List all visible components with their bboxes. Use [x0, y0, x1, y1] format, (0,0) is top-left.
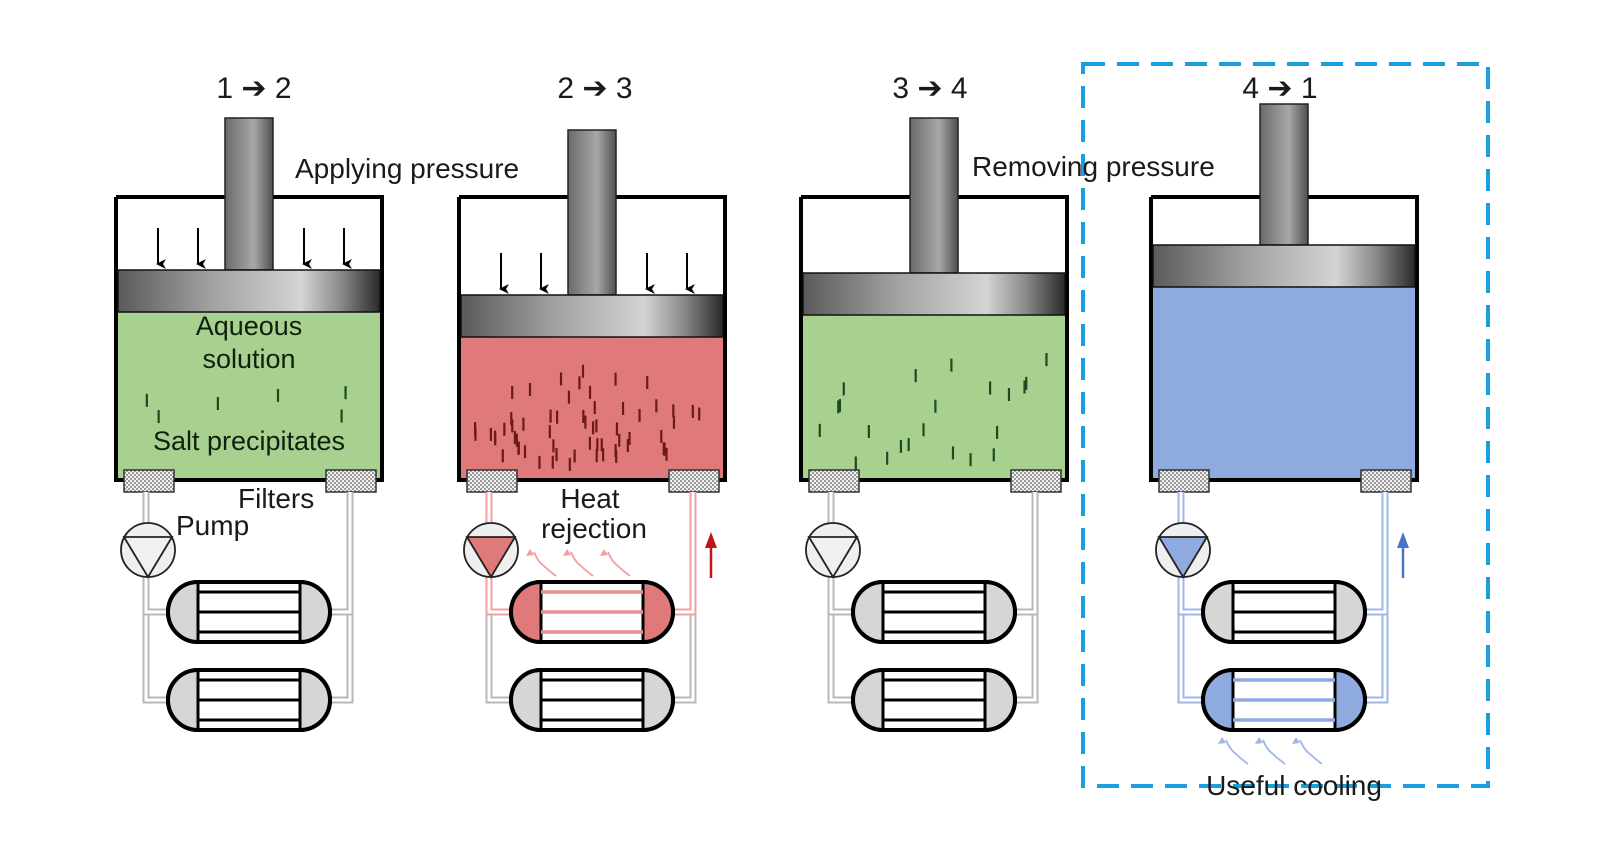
applying-pressure-label: Applying pressure	[295, 153, 519, 184]
heat-exchanger-outline	[851, 580, 1017, 644]
exchanger-cap-right	[643, 584, 671, 640]
stage-label-3: 3 ➔ 4	[892, 72, 967, 105]
wave-arrowhead	[1255, 737, 1263, 744]
stage-3	[799, 117, 1069, 732]
filter-left	[123, 469, 175, 493]
pipe-right-upper-core	[1363, 492, 1387, 614]
wave-arrowhead	[563, 549, 571, 556]
exchanger-cap-right	[1335, 584, 1363, 640]
pipe-right-upper-core	[1013, 492, 1037, 614]
pump-triangle	[465, 536, 517, 579]
exchanger-cap-left	[855, 584, 883, 640]
pipe-right-upper	[328, 492, 354, 616]
exchanger-cap-right	[300, 672, 328, 728]
exchanger-cap-right	[300, 584, 328, 640]
pump-label: Pump	[176, 510, 249, 541]
aqueous-solution-label-line2: solution	[202, 344, 295, 374]
heat-wave-icon	[533, 551, 557, 577]
aqueous-solution-label-line1: Aqueous	[196, 311, 303, 341]
solution-chamber	[1151, 287, 1417, 480]
pipe-right-upper	[1363, 492, 1389, 616]
wave-arrowhead	[600, 549, 608, 556]
filter-right	[668, 469, 720, 493]
filter-right	[325, 469, 377, 493]
filter-right	[1010, 469, 1062, 493]
piston-head	[460, 294, 724, 338]
wave-arrowhead	[526, 549, 534, 556]
stage-label-1: 1 ➔ 2	[216, 72, 291, 105]
exchanger-cap-left	[170, 584, 198, 640]
filter-left	[1158, 469, 1210, 493]
removing-pressure-label: Removing pressure	[972, 151, 1215, 182]
stage-1	[114, 117, 384, 732]
exchanger-cap-right	[985, 584, 1013, 640]
pump-triangle	[122, 536, 174, 579]
pump-triangle	[807, 536, 859, 579]
heat-wave-icon	[607, 551, 631, 577]
cool-wave-icon	[1299, 739, 1323, 765]
heat-exchanger-outline	[166, 580, 332, 644]
heat-exchanger-outline	[166, 668, 332, 732]
heat-exchanger-outline	[1201, 668, 1367, 732]
pipe-right-upper	[671, 492, 697, 616]
flow-arrowhead	[1397, 532, 1409, 548]
piston-head	[1152, 244, 1416, 288]
useful-cooling-label: Useful cooling	[1206, 770, 1382, 801]
heat-exchanger-outline	[851, 668, 1017, 732]
pump-triangle	[1157, 536, 1209, 579]
cylinder-outline	[114, 195, 384, 482]
cylinder-outline	[799, 195, 1069, 482]
stage-label-2: 2 ➔ 3	[557, 72, 632, 105]
cool-wave-icon	[1262, 739, 1286, 765]
exchanger-cap-right	[643, 672, 671, 728]
piston-head	[117, 269, 381, 313]
exchanger-cap-left	[513, 584, 541, 640]
stage-label-4: 4 ➔ 1	[1242, 72, 1317, 105]
wave-arrowhead	[1292, 737, 1300, 744]
exchanger-cap-left	[1205, 672, 1233, 728]
cylinder-outline	[457, 195, 727, 482]
heat-rejection-label-line2: rejection	[541, 513, 647, 544]
exchanger-cap-right	[1335, 672, 1363, 728]
exchanger-cap-left	[855, 672, 883, 728]
exchanger-cap-left	[170, 672, 198, 728]
highlight-box	[1081, 62, 1490, 788]
heat-wave-icon	[570, 551, 594, 577]
pipe-right-upper	[1013, 492, 1039, 616]
flow-arrowhead	[705, 532, 717, 548]
piston-head	[802, 272, 1066, 316]
piston-rod	[1259, 103, 1309, 246]
stages-group	[114, 103, 1419, 765]
exchanger-cap-right	[985, 672, 1013, 728]
wave-arrowhead	[1218, 737, 1226, 744]
heat-rejection-label-line1: Heat	[560, 483, 619, 514]
exchanger-cap-left	[1205, 584, 1233, 640]
stage-4	[1149, 103, 1419, 765]
stage-2	[457, 129, 727, 732]
piston-rod	[567, 129, 617, 296]
heat-exchanger-outline	[509, 668, 675, 732]
pipe-right-upper-core	[328, 492, 352, 614]
solution-chamber	[116, 312, 382, 480]
solution-chamber	[801, 315, 1067, 480]
salt-precipitates-label: Salt precipitates	[153, 426, 345, 456]
filter-right	[1360, 469, 1412, 493]
piston-rod	[224, 117, 274, 271]
cool-wave-icon	[1225, 739, 1249, 765]
piston-rod	[909, 117, 959, 274]
solution-chamber	[459, 337, 725, 480]
pipe-right-upper-core	[671, 492, 695, 614]
heat-exchanger-outline	[1201, 580, 1367, 644]
filters-label: Filters	[238, 483, 314, 514]
filter-left	[466, 469, 518, 493]
cylinder-outline	[1149, 195, 1419, 482]
filter-left	[808, 469, 860, 493]
heat-exchanger-outline	[509, 580, 675, 644]
exchanger-cap-left	[513, 672, 541, 728]
